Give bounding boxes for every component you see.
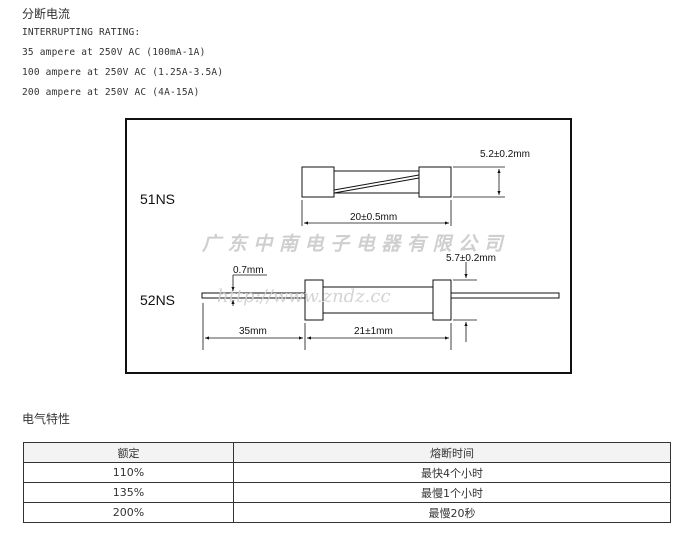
table-cell-fusing-time: 最慢20秒	[233, 502, 671, 523]
table-header-row: 额定 熔断时间	[23, 442, 671, 463]
rating-line-1: 35 ampere at 250V AC (100mA-1A)	[22, 47, 206, 58]
dim-51-diameter-label: 5.2±0.2mm	[480, 149, 530, 160]
dim-52-lead-length-label: 35mm	[239, 326, 267, 337]
dim-51-length-label: 20±0.5mm	[350, 212, 397, 223]
table-cell-fusing-time: 最快4个小时	[233, 462, 671, 483]
watermark-company: 广 东 中 南 电 子 电 器 有 限 公 司	[201, 233, 506, 255]
table-row: 135% 最慢1个小时	[23, 482, 671, 503]
watermark-url: http://www.zndz.cc	[217, 286, 391, 307]
dim-52-length-label: 21±1mm	[354, 326, 393, 337]
rating-header: INTERRUPTING RATING:	[22, 27, 141, 38]
dim-52-diameter-label: 5.7±0.2mm	[446, 253, 496, 264]
fuse-51ns-shape	[301, 166, 452, 198]
section-title: 分断电流	[22, 7, 71, 21]
table-header-fusing-time: 熔断时间	[233, 442, 671, 463]
fuse-52ns-shape	[304, 279, 452, 321]
table-header-rating: 额定	[23, 442, 234, 463]
model-52ns-label: 52NS	[140, 292, 175, 308]
rating-line-3: 200 ampere at 250V AC (4A-15A)	[22, 87, 200, 98]
table-row: 110% 最快4个小时	[23, 462, 671, 483]
rating-line-2: 100 ampere at 250V AC (1.25A-3.5A)	[22, 67, 224, 78]
dim-52-lead-lines	[231, 274, 267, 306]
table-cell-rating: 110%	[23, 462, 234, 483]
fuse-dimension-diagram: 广 东 中 南 电 子 电 器 有 限 公 司 http://www.zndz.…	[125, 118, 572, 374]
fuse-drawing: 广 东 中 南 电 子 电 器 有 限 公 司 http://www.zndz.…	[140, 149, 560, 350]
dim-51-length-lines	[301, 200, 452, 226]
table-cell-rating: 200%	[23, 502, 234, 523]
table-cell-fusing-time: 最慢1个小时	[233, 482, 671, 503]
table-cell-rating: 135%	[23, 482, 234, 503]
dim-51-diameter-lines	[453, 166, 505, 198]
dim-52-length-lines	[202, 303, 452, 350]
dim-52-lead-label: 0.7mm	[233, 265, 264, 276]
electrical-title: 电气特性	[22, 412, 71, 426]
model-51ns-label: 51NS	[140, 191, 175, 207]
table-row: 200% 最慢20秒	[23, 502, 671, 523]
fusing-time-table: 额定 熔断时间 110% 最快4个小时 135% 最慢1个小时 200% 最慢2…	[23, 442, 671, 523]
dim-52-diameter-lines	[453, 262, 477, 342]
